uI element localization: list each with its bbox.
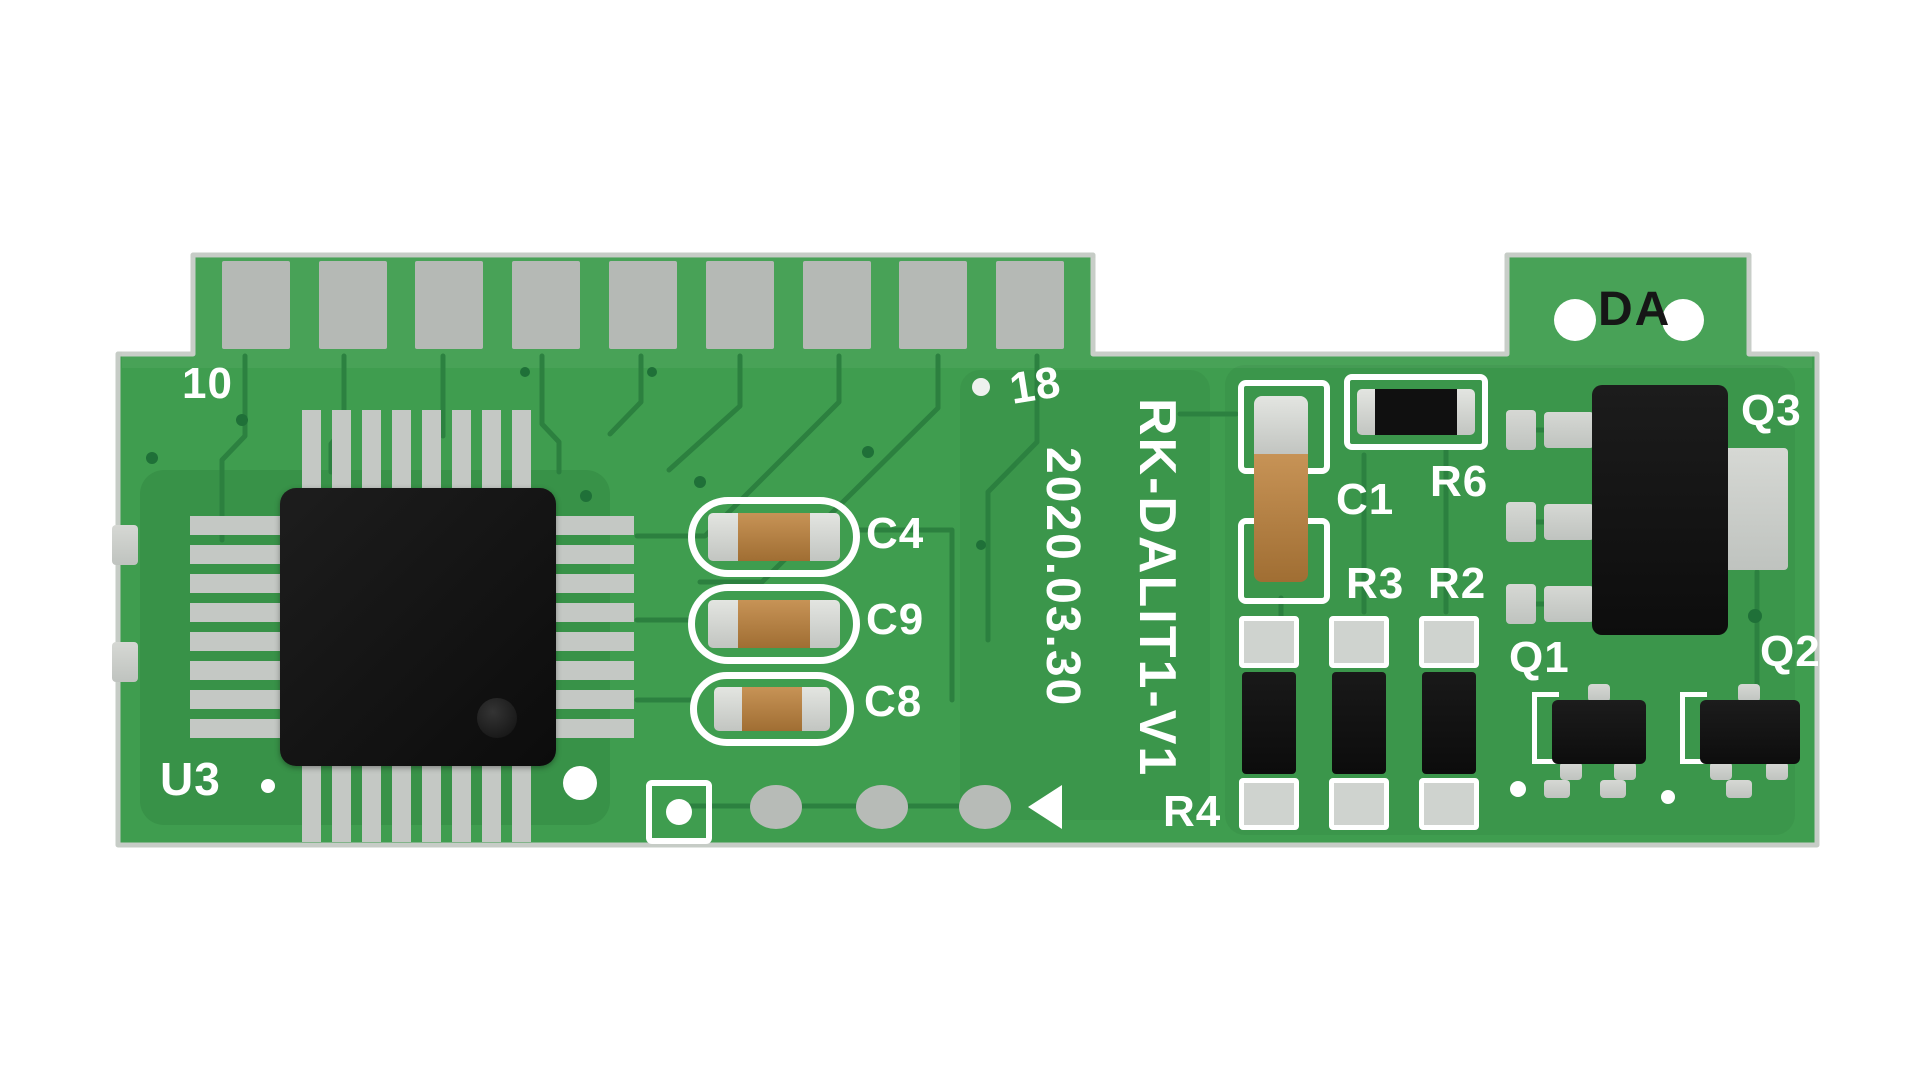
q3-pad <box>1506 410 1536 450</box>
capacitor-c1 <box>1254 396 1308 582</box>
resistor-r6 <box>1357 389 1475 435</box>
q3-leg <box>1544 586 1594 622</box>
connector-finger <box>705 261 774 349</box>
test-pad-square <box>646 780 712 844</box>
label-q3: Q3 <box>1741 386 1802 435</box>
board-date-text: 2020.03.30 <box>1036 447 1089 708</box>
label-r4: R4 <box>1163 787 1222 836</box>
board-model-text: RK-DALIT1-V1 <box>1128 398 1186 778</box>
solder-pad <box>1726 780 1752 798</box>
q1-leg <box>1614 762 1636 780</box>
q3-leg <box>1544 412 1594 448</box>
solder-pad <box>1600 780 1626 798</box>
resistor-r6-outline <box>1344 374 1488 450</box>
mounting-hole <box>1554 299 1596 341</box>
fiducial-dot <box>563 766 597 800</box>
edge-pad <box>112 642 138 682</box>
edge-connector <box>193 261 1093 349</box>
label-c1: C1 <box>1336 475 1395 524</box>
label-q2: Q2 <box>1760 627 1821 676</box>
capacitor-c4 <box>708 513 840 561</box>
resistor-r3 <box>1326 616 1392 830</box>
connector-finger <box>608 261 677 349</box>
connector-finger <box>996 261 1065 349</box>
solder-pad-hole <box>750 785 802 829</box>
connector-finger <box>802 261 871 349</box>
label-c4: C4 <box>866 509 925 558</box>
solder-pad-hole <box>959 785 1011 829</box>
solder-pad <box>1544 780 1570 798</box>
connector-finger <box>221 261 290 349</box>
resistor-r2 <box>1416 616 1482 830</box>
label-r6: R6 <box>1430 457 1489 506</box>
q2-leg <box>1738 684 1760 702</box>
connector-finger <box>415 261 484 349</box>
q1-leg <box>1560 762 1582 780</box>
q3-leg <box>1544 504 1594 540</box>
capacitor-c8-outline <box>690 672 854 746</box>
transistor-q2 <box>1700 700 1800 764</box>
label-c9: C9 <box>866 595 925 644</box>
edge-pad <box>112 525 138 565</box>
q3-tab <box>1720 448 1788 570</box>
capacitor-c4-outline <box>688 497 860 577</box>
q2-leg <box>1710 762 1732 780</box>
connector-finger <box>318 261 387 349</box>
ic-pins-left <box>190 516 282 744</box>
q2-leg <box>1766 762 1788 780</box>
q1-leg <box>1588 684 1610 702</box>
ic-pins-right <box>554 516 634 744</box>
q3-pad <box>1506 502 1536 542</box>
label-pin-18: 18 <box>1006 357 1065 414</box>
silkscreen-dots <box>261 378 1675 804</box>
resistor-r4 <box>1236 616 1302 830</box>
label-r3: R3 <box>1346 559 1405 608</box>
vias <box>146 367 1762 623</box>
ic-u3 <box>280 488 556 766</box>
ic-pins-top <box>302 410 540 490</box>
mounting-hole <box>1662 299 1704 341</box>
arrow-marker <box>1028 785 1062 829</box>
q2-silkscreen-bracket <box>1680 692 1707 764</box>
label-pin-10: 10 <box>182 359 233 408</box>
solder-pad-hole <box>856 785 908 829</box>
connector-finger <box>899 261 968 349</box>
capacitor-c9 <box>708 600 840 648</box>
ic-pins-bottom <box>302 764 540 842</box>
transistor-q3 <box>1592 385 1728 635</box>
q1-silkscreen-bracket <box>1532 692 1559 764</box>
ic-pin1-dot <box>477 698 517 738</box>
label-r2: R2 <box>1428 559 1487 608</box>
label-da: DA <box>1598 283 1672 336</box>
connector-finger <box>512 261 581 349</box>
label-c8: C8 <box>864 677 923 726</box>
capacitor-c8 <box>714 687 830 731</box>
label-u3: U3 <box>160 753 221 805</box>
capacitor-c9-outline <box>688 584 860 664</box>
transistor-q1 <box>1552 700 1646 764</box>
label-q1: Q1 <box>1509 633 1570 682</box>
q3-pad <box>1506 584 1536 624</box>
